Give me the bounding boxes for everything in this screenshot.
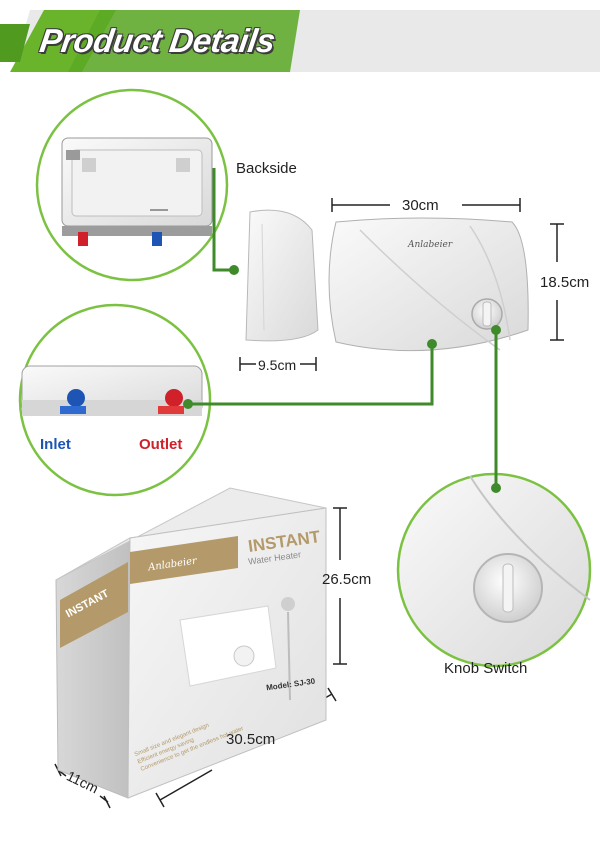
backside-callout [35, 88, 229, 282]
backside-label: Backside [236, 160, 297, 177]
leader-dots [183, 265, 501, 493]
unit-side-view [245, 209, 319, 342]
unit-depth-dimension: 9.5cm [258, 357, 297, 373]
box-width-dimension: 30.5cm [226, 731, 276, 748]
header-banner [0, 10, 600, 72]
inlet-label: Inlet [40, 436, 71, 453]
inlet-outlet-callout [18, 303, 212, 497]
knob-callout [396, 472, 592, 668]
unit-front-view [328, 217, 529, 352]
unit-width-dimension: 30cm [402, 197, 439, 214]
unit-brand: Anlabeier [408, 240, 453, 250]
leader-lines [188, 168, 498, 488]
outlet-label: Outlet [139, 436, 183, 453]
box-height-dimension: 26.5cm [322, 571, 372, 588]
unit-height-dimension: 18.5cm [540, 274, 590, 291]
knob-switch-label: Knob Switch [444, 660, 528, 677]
banner-shape [0, 10, 600, 72]
packaging-box [55, 487, 327, 799]
